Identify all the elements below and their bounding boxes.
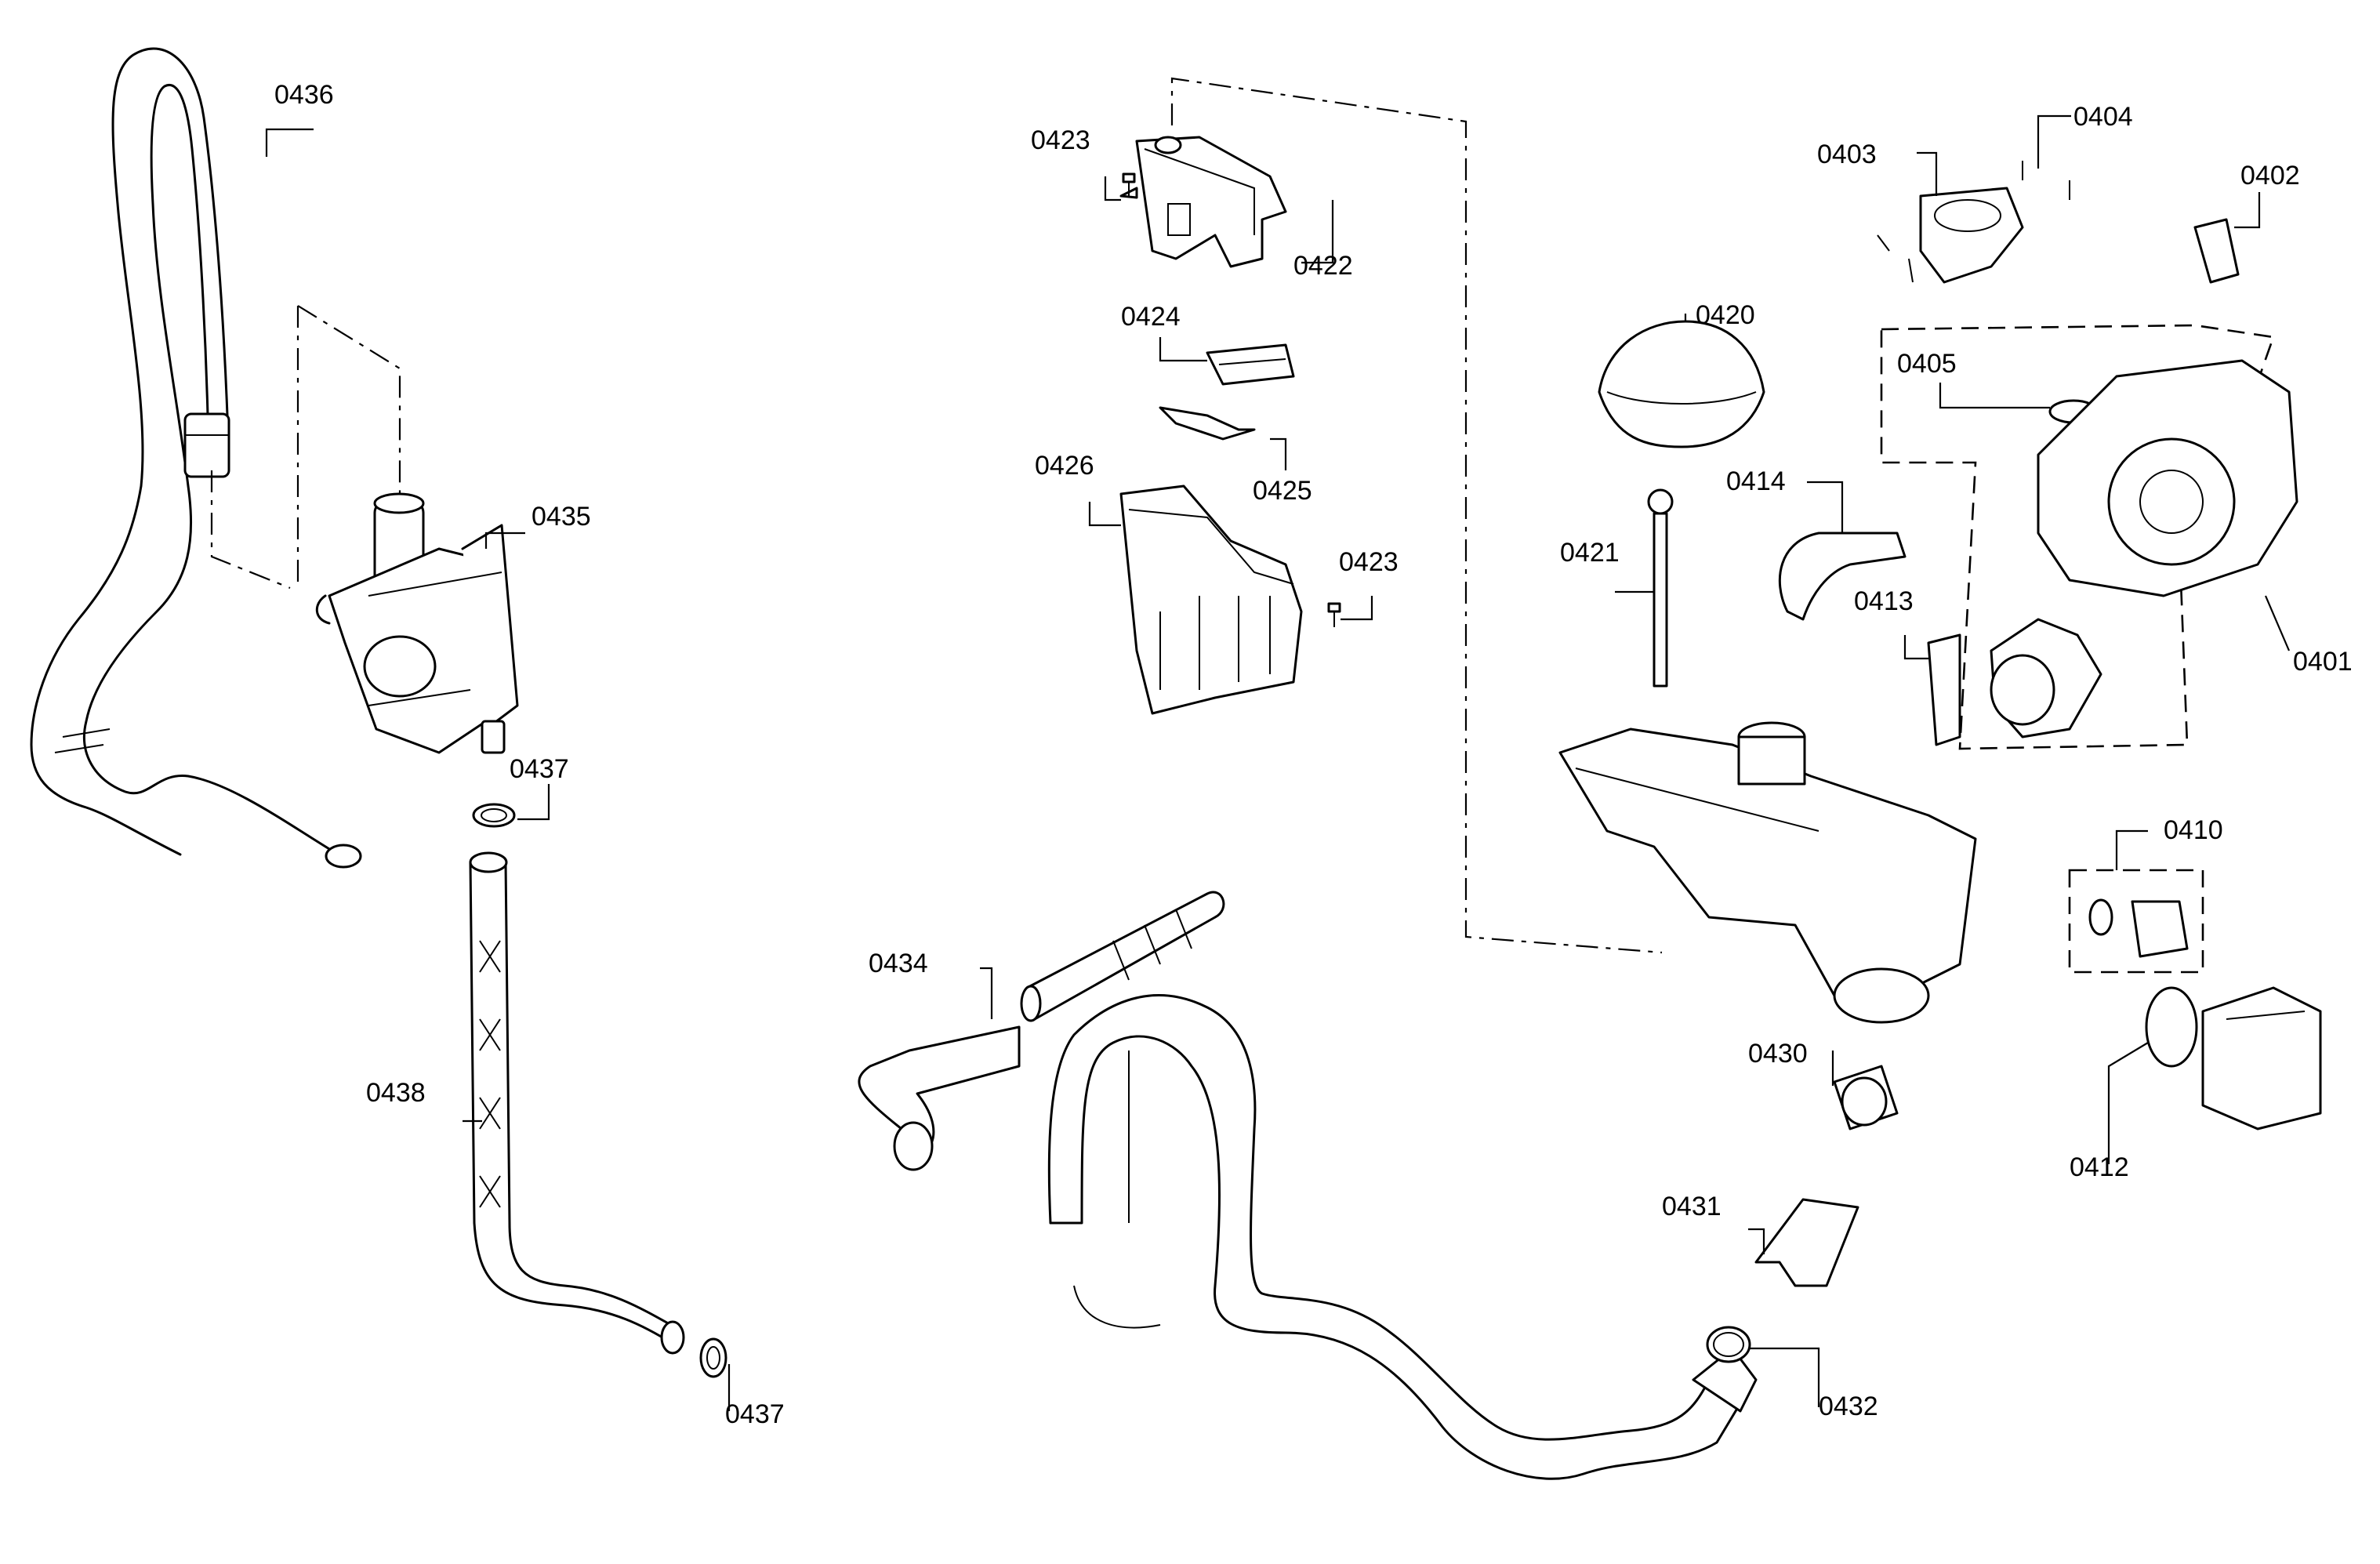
- part-0401-heat-pump: [1990, 359, 2298, 738]
- label-0423-lower: 0423: [1339, 547, 1399, 577]
- label-0401: 0401: [2293, 647, 2353, 677]
- label-0430: 0430: [1748, 1039, 1808, 1069]
- label-0414: 0414: [1726, 466, 1786, 496]
- label-0423-upper: 0423: [1031, 125, 1090, 155]
- part-0430-strainer: [1833, 1065, 1899, 1130]
- part-0403-adapter: [1919, 187, 2024, 284]
- label-0437-lower: 0437: [725, 1399, 785, 1429]
- label-0436: 0436: [274, 80, 334, 110]
- part-0432-ring: [1706, 1326, 1751, 1363]
- part-0438-hose: [469, 851, 685, 1355]
- part-0437-clamp-upper: [472, 803, 516, 828]
- label-0402: 0402: [2240, 161, 2300, 191]
- part-0437-clamp-lower: [699, 1337, 727, 1378]
- label-0403: 0403: [1817, 140, 1877, 169]
- label-0405: 0405: [1897, 349, 1957, 379]
- part-0413-clip: [1927, 633, 1961, 746]
- leader-lines: [265, 114, 2291, 1411]
- label-0425: 0425: [1253, 476, 1312, 506]
- part-0423-screw-upper: [1119, 172, 1138, 199]
- label-0431: 0431: [1662, 1192, 1722, 1221]
- label-0437-upper: 0437: [510, 754, 569, 784]
- label-0410: 0410: [2164, 815, 2223, 845]
- part-0425-lever: [1159, 406, 1256, 441]
- label-0438: 0438: [366, 1078, 426, 1108]
- part-drain-hose-central: [1047, 994, 1758, 1480]
- part-0404-screws: [1877, 161, 2070, 283]
- part-0402-connector: [2193, 218, 2240, 284]
- label-0434: 0434: [869, 949, 928, 978]
- part-labels: 0436 0435 0437 0438 0437 0423 0422 0424 …: [274, 80, 2353, 1429]
- label-0404: 0404: [2073, 102, 2133, 132]
- dashed-assembly-lines: [210, 77, 2275, 954]
- label-0413: 0413: [1854, 586, 1914, 616]
- label-0420: 0420: [1696, 300, 1755, 330]
- part-0426-housing: [1119, 484, 1303, 715]
- part-sump-assembly: [1558, 721, 1977, 1024]
- part-0412-motor: [2145, 986, 2322, 1130]
- part-0410-valve: [2068, 869, 2204, 974]
- part-0435-valve-assembly: [315, 492, 519, 754]
- label-0426: 0426: [1035, 451, 1094, 481]
- part-0424-switch: [1206, 343, 1295, 386]
- label-0422: 0422: [1293, 251, 1353, 281]
- label-0424: 0424: [1121, 302, 1181, 332]
- part-0434-connector: [858, 891, 1225, 1171]
- part-0431-cover: [1754, 1198, 1859, 1287]
- part-0420-cap: [1598, 320, 1765, 448]
- part-0421-rod: [1647, 488, 1674, 688]
- part-0436-drain-hose: [30, 47, 362, 869]
- part-0414-clip: [1778, 532, 1907, 621]
- part-0423-screw-lower: [1327, 602, 1341, 627]
- label-0412: 0412: [2070, 1152, 2129, 1182]
- label-0432: 0432: [1819, 1392, 1878, 1421]
- label-0421: 0421: [1560, 538, 1620, 568]
- part-0422-bracket: [1135, 136, 1287, 268]
- label-0435: 0435: [532, 502, 591, 532]
